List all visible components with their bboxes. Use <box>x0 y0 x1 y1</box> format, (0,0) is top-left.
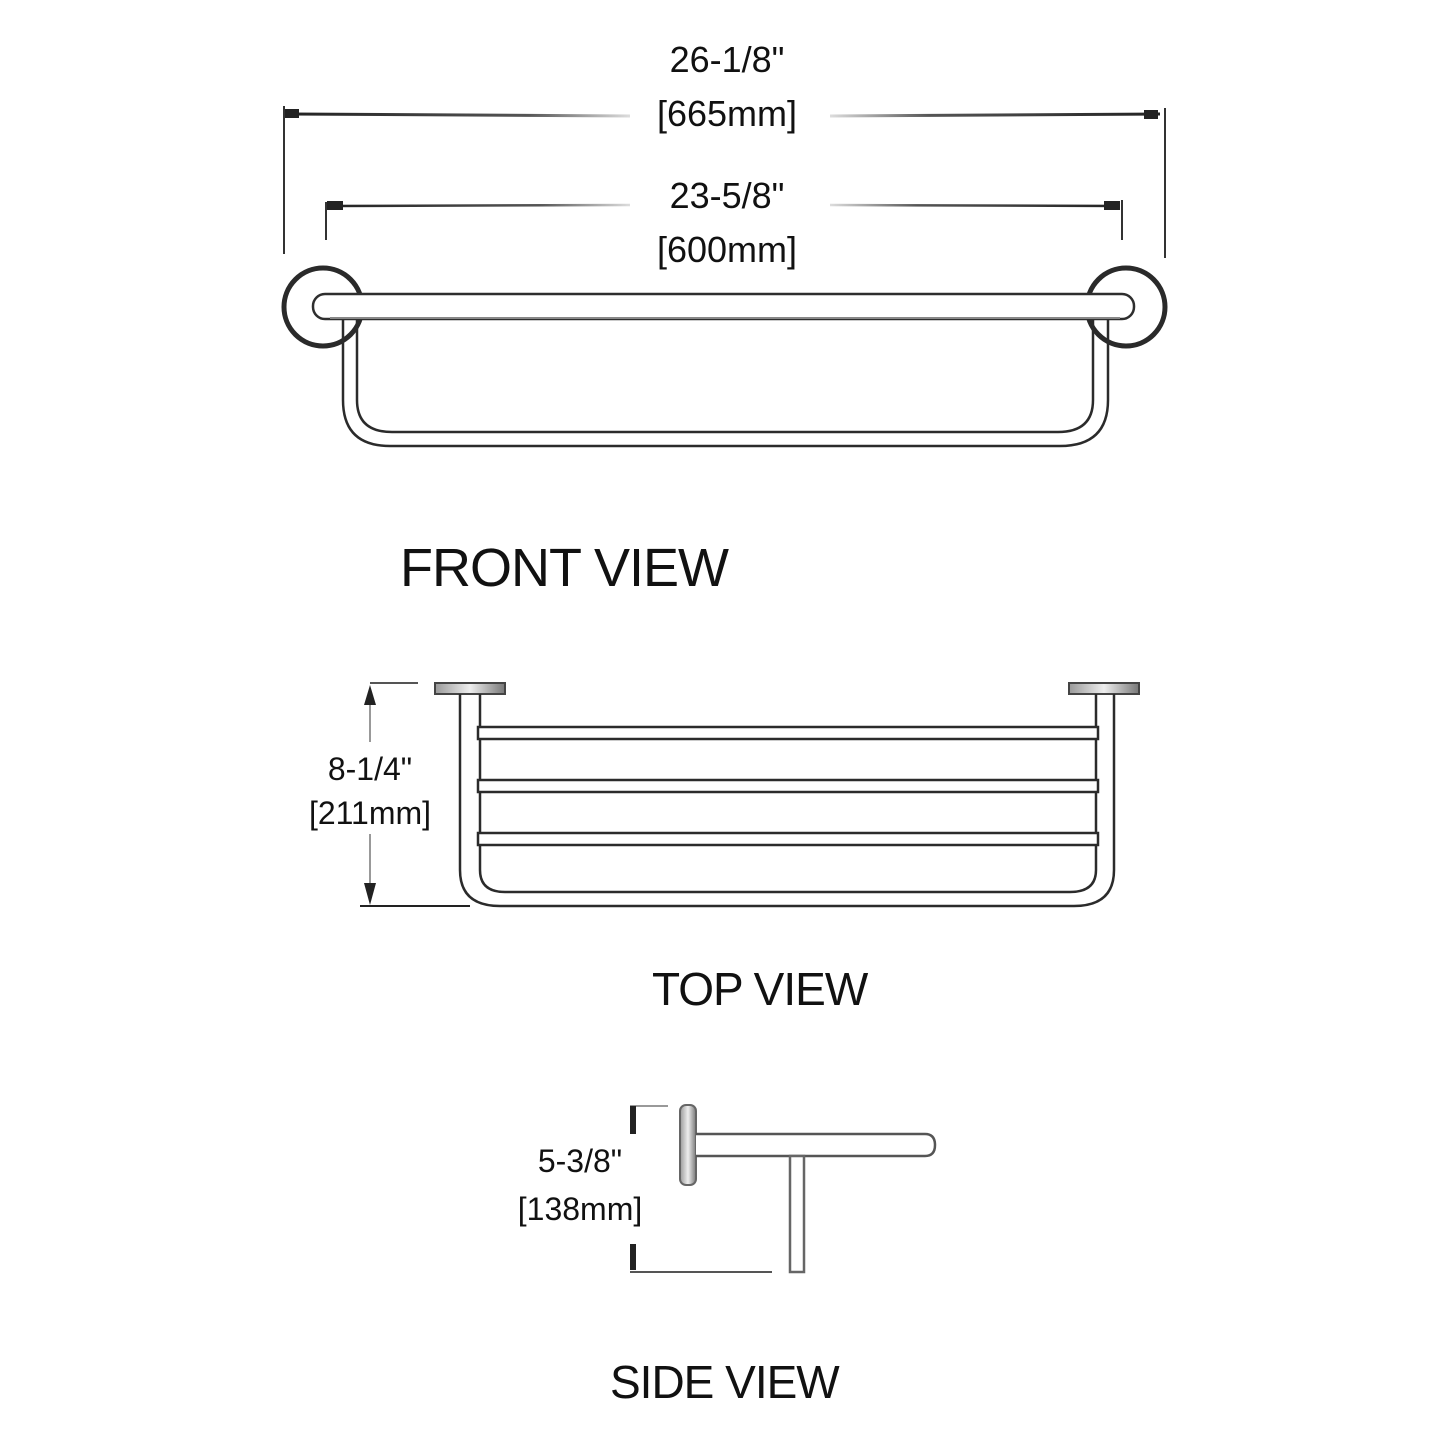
bar-width-metric: [600mm] <box>657 229 797 270</box>
left-wall-plate <box>434 682 506 695</box>
depth-metric: [211mm] <box>309 795 431 831</box>
top-view-title-band: TOP VIEW <box>270 957 1173 1019</box>
arrow-head-icon <box>630 1244 636 1270</box>
arrow-head-icon <box>630 1106 636 1134</box>
overall-width-dimension: 26-1/8" [665mm] <box>283 39 1166 258</box>
front-view-label: FRONT VIEW <box>400 538 729 598</box>
bar-width-imperial: 23-5/8" <box>670 175 785 216</box>
lower-frame-inner <box>355 318 1095 434</box>
shelf-rail-3 <box>476 831 1100 847</box>
height-imperial: 5-3/8" <box>538 1143 622 1179</box>
right-wall-plate <box>1068 682 1140 695</box>
depth-imperial: 8-1/4" <box>328 751 412 787</box>
arrow-head-icon <box>1104 201 1120 210</box>
overall-width-metric: [665mm] <box>657 93 797 134</box>
arrow-head-icon <box>285 109 299 118</box>
outer-frame <box>458 694 1116 908</box>
arrow-head-icon <box>1144 110 1158 119</box>
lower-frame-outer <box>341 318 1110 448</box>
height-metric: [138mm] <box>518 1191 642 1227</box>
side-bar <box>696 1132 937 1158</box>
shelf-rail-2 <box>476 778 1100 794</box>
side-view-title-band: SIDE VIEW <box>462 1344 982 1413</box>
top-bar <box>311 292 1136 321</box>
top-view-label: TOP VIEW <box>652 963 869 1015</box>
depth-dimension: 8-1/4" [211mm] <box>309 682 470 907</box>
height-dimension: 5-3/8" [138mm] <box>518 1105 772 1273</box>
side-post <box>788 1154 806 1274</box>
arrow-head-icon <box>327 201 343 210</box>
inner-frame <box>478 694 1098 894</box>
side-wall-plate <box>679 1104 697 1186</box>
bar-width-dimension: 23-5/8" [600mm] <box>325 175 1123 270</box>
front-view-title-band: FRONT VIEW <box>204 525 1240 602</box>
front-view: 26-1/8" [665mm] 23-5/8" [600mm] <box>281 39 1168 448</box>
top-view: 8-1/4" [211mm] <box>309 682 1140 908</box>
overall-width-imperial: 26-1/8" <box>670 39 785 80</box>
arrow-up-icon <box>364 685 376 705</box>
shelf-rail-1 <box>476 725 1100 741</box>
side-view: 5-3/8" [138mm] <box>518 1104 937 1274</box>
side-view-label: SIDE VIEW <box>610 1356 840 1408</box>
arrow-down-icon <box>364 883 376 905</box>
